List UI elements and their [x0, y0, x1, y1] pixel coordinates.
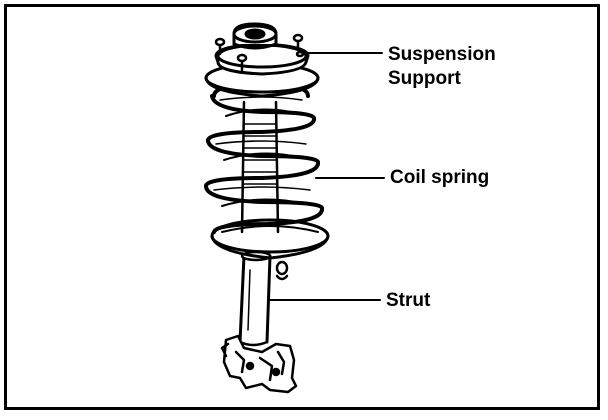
coil-spring — [204, 82, 324, 234]
mounting-studs — [214, 33, 305, 72]
inner-boot — [240, 100, 280, 234]
strut-bracket — [220, 334, 298, 394]
strut-tube — [238, 250, 272, 347]
label-suspension-support-line1: Suspension — [388, 44, 496, 65]
label-suspension-support: Suspension Support — [388, 43, 496, 91]
leader-lines — [267, 52, 385, 301]
label-suspension-support-line2: Support — [388, 68, 461, 89]
strut-bolt — [275, 260, 289, 281]
suspension-support-mount — [214, 22, 310, 76]
label-coil-spring: Coil spring — [390, 167, 490, 188]
label-strut: Strut — [386, 290, 431, 311]
